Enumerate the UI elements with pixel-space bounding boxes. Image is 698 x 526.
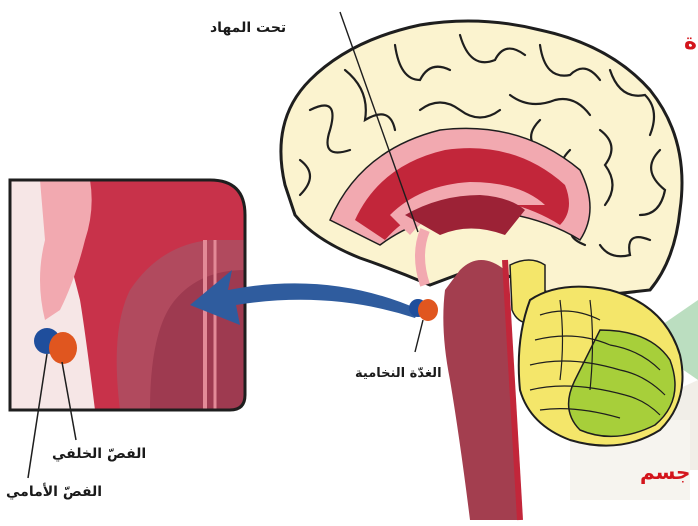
edge-text-fragment-bottom: جسم — [640, 460, 690, 484]
pituitary-gland — [409, 299, 438, 321]
posterior-lobe-shape — [49, 332, 77, 364]
posterior-lobe-label: الفصّ الخلفي — [52, 446, 146, 462]
brain-section — [281, 21, 683, 520]
pituitary-gland-label: الغدّة النخامية — [355, 366, 442, 381]
hypothalamus-label: تحت المهاد — [210, 20, 286, 36]
magnify-arrow — [190, 270, 420, 325]
edge-text-fragment-top: ة — [684, 30, 697, 55]
pituitary-inset — [10, 180, 250, 478]
anterior-lobe-label: الفصّ الأمامي — [6, 484, 102, 500]
cerebellum — [519, 287, 683, 446]
